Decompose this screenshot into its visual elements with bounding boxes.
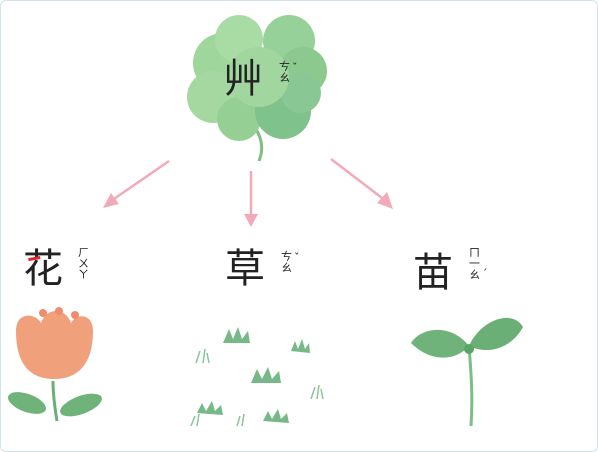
zhuyin-sprout-3: ㄠ xyxy=(469,268,480,281)
arrow-right-icon xyxy=(330,158,393,209)
zhuyin-sprout-2: 一 xyxy=(469,257,480,270)
arrow-left-icon xyxy=(103,159,170,208)
zhuyin-flower-2: ㄨ xyxy=(78,257,89,270)
zhuyin-flower-1: ㄏ xyxy=(78,246,89,259)
tone-mark-sprout: ˊ xyxy=(482,267,488,280)
top-zhuyin: ㄘ ㄠ xyxy=(279,61,290,83)
character-flower: 花 xyxy=(23,249,63,289)
zhuyin-sprout: ㄇ 一 ㄠ xyxy=(469,247,480,280)
top-character: 艸 xyxy=(223,56,263,102)
top-tone-mark: ˇ xyxy=(292,61,298,74)
top-zhuyin-2: ㄠ xyxy=(279,71,290,84)
zhuyin-flower-3: ㄚ xyxy=(78,268,89,281)
tone-mark-grass: ˇ xyxy=(294,251,300,264)
character-grass: 草 xyxy=(225,246,265,292)
character-sprout: 苗 xyxy=(413,250,453,296)
zhuyin-grass-1: ㄘ xyxy=(281,250,292,263)
zhuyin-grass: ㄘ ㄠ xyxy=(281,251,292,273)
zhuyin-grass-2: ㄠ xyxy=(281,261,292,274)
sprout-icon xyxy=(411,317,523,427)
clover-icon xyxy=(187,15,327,162)
top-zhuyin-1: ㄘ xyxy=(279,60,290,73)
flower-icon xyxy=(7,307,102,422)
highlight-stroke xyxy=(28,256,42,269)
zhuyin-sprout-1: ㄇ xyxy=(469,246,480,259)
character-flower-text: 花 xyxy=(23,246,63,292)
arrow-middle-icon xyxy=(244,171,258,227)
grass-icon xyxy=(190,327,324,427)
zhuyin-flower: ㄏ ㄨ ㄚ xyxy=(78,247,89,280)
